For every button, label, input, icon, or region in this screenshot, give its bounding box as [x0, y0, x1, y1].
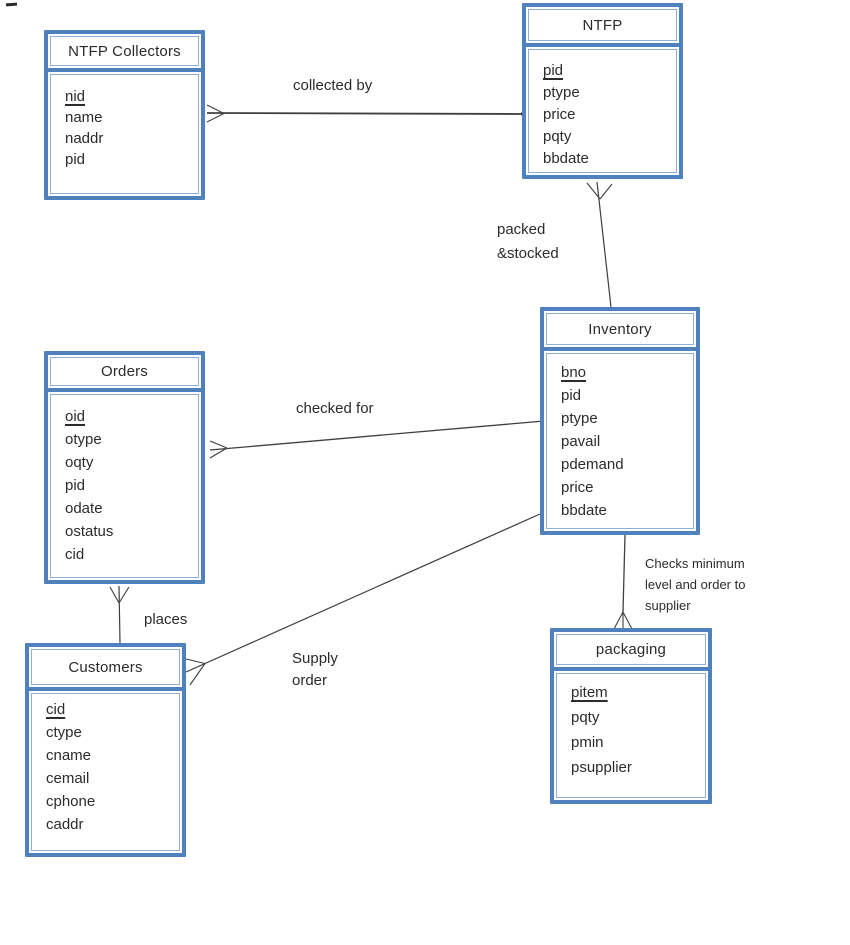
field-pid: pid — [561, 387, 582, 404]
connector-packed-stocked — [586, 181, 613, 308]
crowfoot-orders-right — [209, 440, 228, 459]
crowfoot-ntfp-bottom — [586, 182, 613, 200]
label-checked-for: checked for — [296, 400, 374, 417]
field-pqty: pqty — [543, 128, 572, 145]
field-ptype: ptype — [543, 84, 580, 101]
label-checks-minimum: Checks minimum level and order to suppli… — [645, 556, 746, 613]
entity-fields: pid ptype price pqty bbdate — [526, 47, 679, 175]
entity-title-bar: Orders — [48, 355, 201, 388]
field-cemail: cemail — [46, 770, 90, 787]
label-places: places — [144, 611, 188, 628]
connector-supply-order — [185, 513, 541, 686]
crowfoot-orders-bottom — [109, 586, 130, 604]
field-bno: bno — [561, 364, 587, 381]
field-psupplier: psupplier — [571, 759, 632, 776]
field-price: price — [543, 106, 576, 123]
crowfoot-packaging-top — [613, 611, 633, 630]
entity-title: NTFP Collectors — [68, 42, 181, 60]
field-name: name — [65, 109, 103, 126]
entity-fields: cid ctype cname cemail cphone caddr — [29, 691, 182, 853]
field-cid: cid — [65, 546, 85, 563]
entity-title: Inventory — [588, 320, 652, 338]
field-ctype: ctype — [46, 724, 82, 741]
entity-title: Customers — [68, 658, 143, 676]
connector-collected-by — [206, 104, 530, 123]
field-cname: cname — [46, 747, 92, 764]
field-nid: nid — [65, 88, 86, 105]
entity-fields: pitem pqty pmin psupplier — [554, 671, 708, 800]
field-oid: oid — [65, 408, 86, 425]
field-bbdate: bbdate — [543, 150, 589, 167]
entity-title: NTFP — [582, 16, 623, 34]
field-cphone: cphone — [46, 793, 96, 810]
crowfoot-ntfp-collectors — [206, 104, 225, 123]
label-collected-by: collected by — [293, 77, 373, 94]
entity-fields: nid name naddr pid — [48, 72, 201, 196]
field-ptype: ptype — [561, 410, 598, 427]
entity-ntfp: NTFP pid ptype price pqty bbdate — [522, 3, 683, 179]
entity-title-bar: NTFP — [526, 7, 679, 43]
field-pid: pid — [543, 62, 564, 79]
field-caddr: caddr — [46, 816, 84, 833]
entity-ntfp-collectors: NTFP Collectors nid name naddr pid — [44, 30, 205, 200]
entity-title: Orders — [100, 363, 149, 380]
label-packed-stocked: packed &stocked — [497, 221, 559, 262]
field-pmin: pmin — [571, 734, 604, 751]
entity-fields: bno pid ptype pavail pdemand price bbdate — [544, 351, 696, 531]
connector-places — [109, 585, 130, 644]
entity-title-bar: Customers — [29, 647, 182, 687]
field-price: price — [561, 479, 594, 496]
field-pitem: pitem — [571, 684, 608, 701]
entity-packaging: packaging pitem pqty pmin psupplier — [550, 628, 712, 804]
crowfoot-customers-right — [185, 658, 206, 686]
field-ostatus: ostatus — [65, 523, 114, 540]
entity-orders: Orders oid otype oqty pid odate ostatus cid — [44, 351, 205, 584]
field-cid: cid — [46, 701, 66, 718]
field-oqty: oqty — [65, 454, 94, 471]
field-bbdate: bbdate — [561, 502, 607, 519]
scan-artifact — [5, 2, 18, 7]
entity-title-bar: Inventory — [544, 311, 696, 347]
entity-title-bar: NTFP Collectors — [48, 34, 201, 68]
entity-title: packaging — [595, 641, 667, 658]
label-supply-order: Supply order — [292, 650, 338, 689]
connector-checks-minimum — [613, 534, 633, 630]
field-pid: pid — [65, 477, 86, 494]
field-pqty: pqty — [571, 709, 600, 726]
entity-customers: Customers cid ctype cname cemail cphone caddr — [25, 643, 186, 857]
field-pdemand: pdemand — [561, 456, 624, 473]
field-pid: pid — [65, 151, 86, 168]
field-naddr: naddr — [65, 130, 104, 147]
field-pavail: pavail — [561, 433, 601, 450]
field-otype: otype — [65, 431, 102, 448]
entity-title-bar: packaging — [554, 632, 708, 667]
entity-fields: oid otype oqty pid odate ostatus cid — [48, 392, 201, 580]
connector-checked-for — [209, 416, 551, 459]
field-odate: odate — [65, 500, 103, 517]
